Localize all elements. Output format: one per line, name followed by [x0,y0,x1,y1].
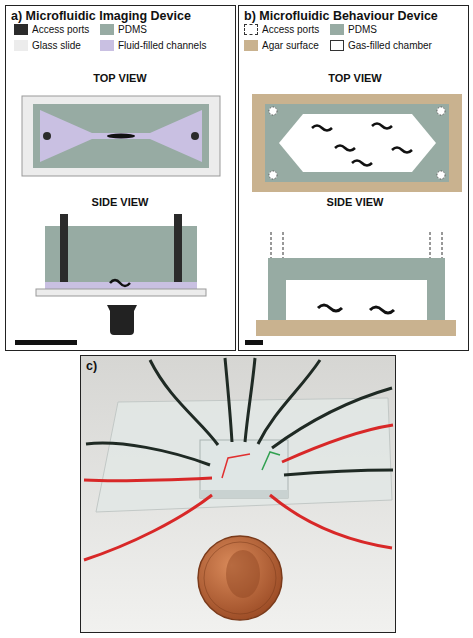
panel-title: c) [86,359,97,373]
access-port [60,214,68,282]
wire [84,478,212,481]
worm [318,305,342,311]
legend-text: Agar surface [262,40,319,51]
legend-text: Access ports [262,24,319,35]
legend-swatch [14,40,28,51]
legend-item: Fluid-filled channels [100,40,206,51]
view-label: TOP VIEW [60,72,180,84]
legend-item: PDMS [330,24,377,35]
agar-surface [252,94,462,192]
legend-item: Access ports [14,24,89,35]
pdms-chip [200,440,288,498]
wire [258,360,320,444]
scale-bar [245,340,263,345]
penny-coin [198,536,282,620]
legend-text: Glass slide [32,40,81,51]
view-label: SIDE VIEW [295,196,415,208]
pdms-block [265,104,449,182]
chip-edge [200,490,288,498]
objective-lens [107,305,137,335]
penny-portrait [226,550,260,598]
worm [392,148,412,153]
gas-chamber [286,280,427,320]
device-panel: b) Microfluidic Behaviour Device [238,5,469,351]
access-port [191,132,199,140]
worm [110,280,130,286]
pdms-wall [268,258,286,320]
glass-slide [36,289,206,296]
device-panel: a) Microfluidic Imaging Device [5,5,236,351]
legend-swatch [244,40,258,51]
pdms-block [33,104,209,168]
legend-swatch [330,40,344,51]
legend-swatch [244,24,258,35]
wire [284,470,393,475]
agar-surface [256,320,456,336]
legend-swatch [100,24,114,35]
legend-text: PDMS [118,24,147,35]
access-port [43,132,51,140]
wire [225,358,232,442]
worm [335,146,355,151]
access-port [430,232,431,258]
pdms-wall [427,258,445,320]
wire [245,358,255,442]
access-port [174,214,182,282]
panel-title: b) Microfluidic Behaviour Device [244,9,438,23]
scale-bar [15,340,77,345]
legend-swatch [330,24,344,35]
electrode-trace [222,454,250,478]
legend-swatch [100,40,114,51]
view-label: SIDE VIEW [60,196,180,208]
electrode-trace [262,452,280,470]
wire [86,443,210,465]
penny-rim [204,542,276,614]
legend-text: PDMS [348,24,377,35]
glass-slide [96,398,392,512]
worm [107,134,135,139]
access-port [271,232,272,258]
legend-item: Access ports [244,24,319,35]
view-label: TOP VIEW [295,72,415,84]
legend-text: Fluid-filled channels [118,40,206,51]
legend-item: Agar surface [244,40,319,51]
access-port [269,107,277,115]
legend-text: Gas-filled chamber [348,40,432,51]
access-port [283,232,284,258]
worm [370,307,394,313]
wire [272,388,392,448]
gas-chamber [279,114,436,172]
legend-item: Gas-filled chamber [330,40,432,51]
wire [270,495,392,548]
fluid-channel [40,110,202,162]
photo-panel: c) [80,355,396,633]
wire [84,495,212,560]
wire [282,425,393,462]
glass-slide [22,96,220,176]
wire [150,360,218,445]
worm [352,161,372,166]
pdms-block [286,258,427,280]
access-port [442,232,443,258]
worm [312,126,332,131]
worm [372,124,392,129]
legend-text: Access ports [32,24,89,35]
panel-title: a) Microfluidic Imaging Device [11,9,191,23]
legend-item: Glass slide [14,40,81,51]
legend-item: PDMS [100,24,147,35]
access-port [437,107,445,115]
legend-swatch [14,24,28,35]
access-port [437,171,445,179]
photo-background [81,356,395,632]
access-port [269,171,277,179]
